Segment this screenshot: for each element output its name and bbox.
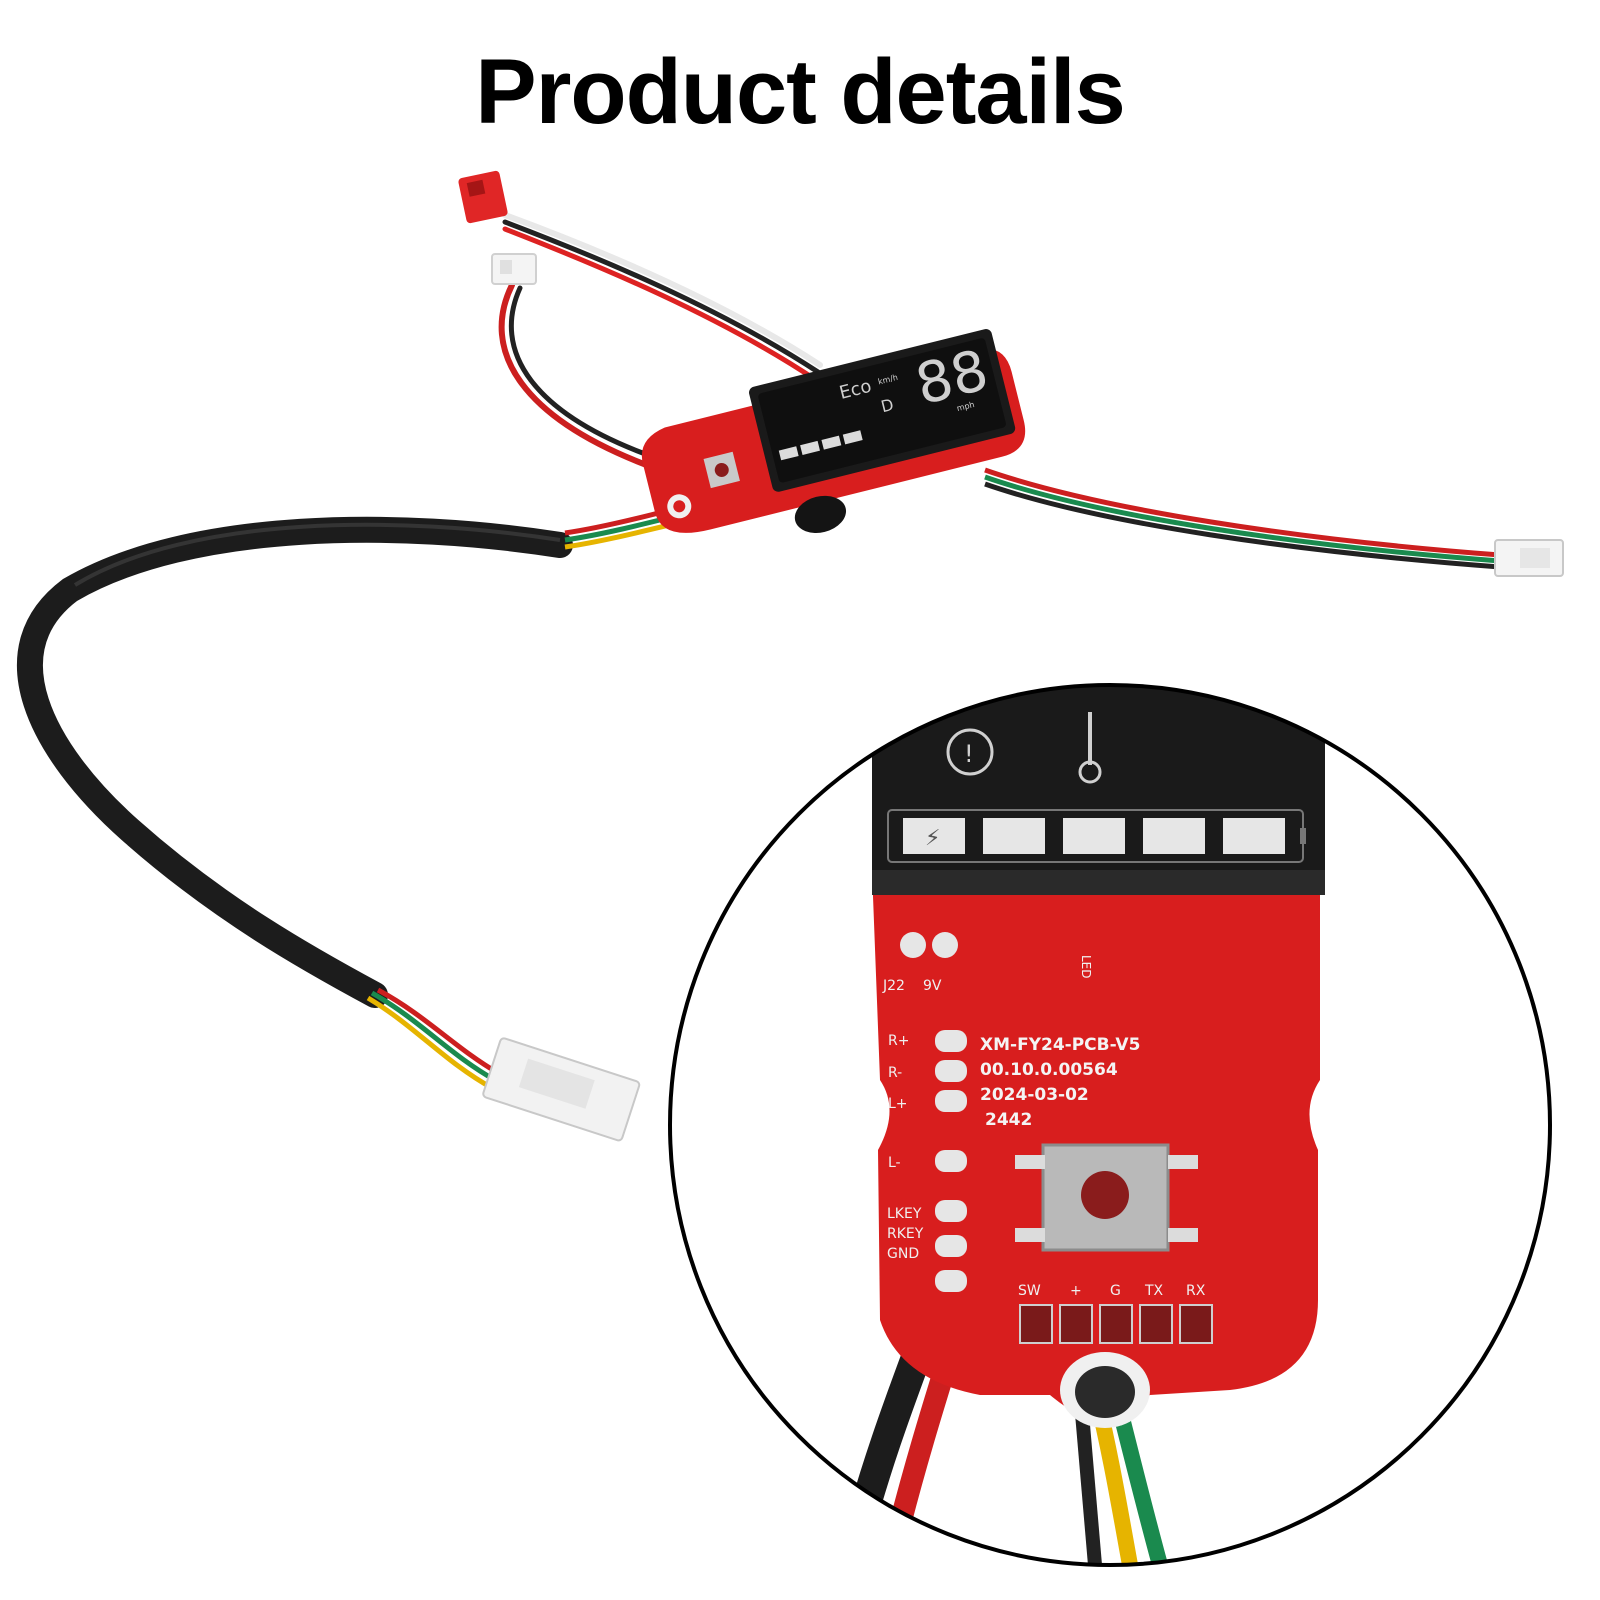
white-connector-small bbox=[491, 253, 537, 285]
main-connector bbox=[482, 1037, 641, 1142]
zoom-detail: ! ⚡ bbox=[668, 683, 1552, 1567]
jumper-label-2: 9V bbox=[923, 978, 942, 994]
unit-mph: mph bbox=[956, 400, 976, 413]
header-label-plus: + bbox=[1070, 1283, 1082, 1299]
warning-icon bbox=[946, 728, 994, 776]
key-label-rkey: RKEY bbox=[887, 1226, 924, 1242]
board-model: XM-FY24-PCB-V5 bbox=[980, 1035, 1140, 1055]
svg-text:⚡: ⚡ bbox=[925, 826, 940, 851]
solder-pads bbox=[900, 932, 967, 1292]
white-connector-right bbox=[1494, 539, 1564, 577]
key-label-lkey: LKEY bbox=[887, 1206, 922, 1222]
pad-label-r-minus: R- bbox=[888, 1065, 902, 1081]
tactile-switch bbox=[1015, 1143, 1198, 1252]
header-label-sw: SW bbox=[1018, 1283, 1041, 1299]
jumper-label-1: J22 bbox=[882, 978, 905, 994]
pad-label-l-minus: L- bbox=[888, 1155, 901, 1171]
header-label-rx: RX bbox=[1186, 1283, 1206, 1299]
header-label-g: G bbox=[1110, 1283, 1121, 1299]
board-date: 2024-03-02 bbox=[980, 1085, 1089, 1105]
red-connector bbox=[458, 170, 508, 224]
key-label-gnd: GND bbox=[887, 1246, 919, 1262]
pin-header bbox=[1019, 1304, 1213, 1344]
led-label: LED bbox=[1079, 955, 1093, 979]
gear-label: D bbox=[879, 395, 896, 416]
svg-text:!: ! bbox=[964, 740, 974, 768]
main-cable bbox=[17, 505, 683, 1091]
battery-bar: ⚡ bbox=[887, 809, 1306, 863]
display-module: 88 Eco D km/h mph bbox=[641, 329, 1026, 533]
zoom-circle-border bbox=[668, 683, 1552, 1567]
page-title: Product details bbox=[475, 41, 1126, 143]
board-batch: 2442 bbox=[985, 1110, 1032, 1130]
board-version: 00.10.0.00564 bbox=[980, 1060, 1118, 1080]
pad-label-l-plus: L+ bbox=[888, 1096, 908, 1112]
right-wires bbox=[984, 467, 1501, 570]
top-wires bbox=[498, 212, 823, 473]
temperature-icon bbox=[1078, 712, 1102, 784]
pad-label-r-plus: R+ bbox=[888, 1033, 909, 1049]
header-label-tx: TX bbox=[1144, 1283, 1164, 1299]
